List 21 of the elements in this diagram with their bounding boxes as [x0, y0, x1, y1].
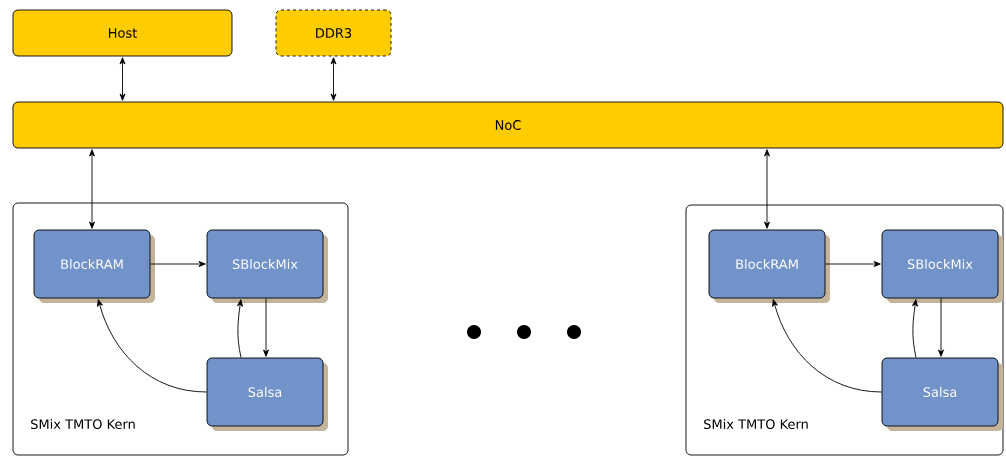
arrow: [150, 261, 206, 267]
process-box: SBlockMix: [881, 229, 1003, 303]
process-box: Salsa: [206, 357, 328, 431]
process-box: BlockRAM: [33, 229, 155, 303]
arrow: [237, 299, 243, 358]
arrow: [119, 57, 126, 101]
process-box: Salsa: [881, 357, 1003, 431]
process-box: SBlockMix: [206, 229, 328, 303]
memory-box: DDR3: [275, 9, 392, 57]
arrow: [263, 298, 269, 357]
host-box: Host: [12, 9, 233, 57]
arrow: [825, 261, 881, 267]
arrow: [89, 149, 95, 229]
arrow: [97, 299, 207, 393]
arrow: [772, 299, 882, 393]
arrow: [330, 57, 337, 101]
arrow: [764, 149, 770, 229]
arrow: [938, 298, 944, 357]
process-box: BlockRAM: [708, 229, 830, 303]
bus-bar: NoC: [12, 101, 1004, 149]
arrow: [912, 299, 918, 358]
